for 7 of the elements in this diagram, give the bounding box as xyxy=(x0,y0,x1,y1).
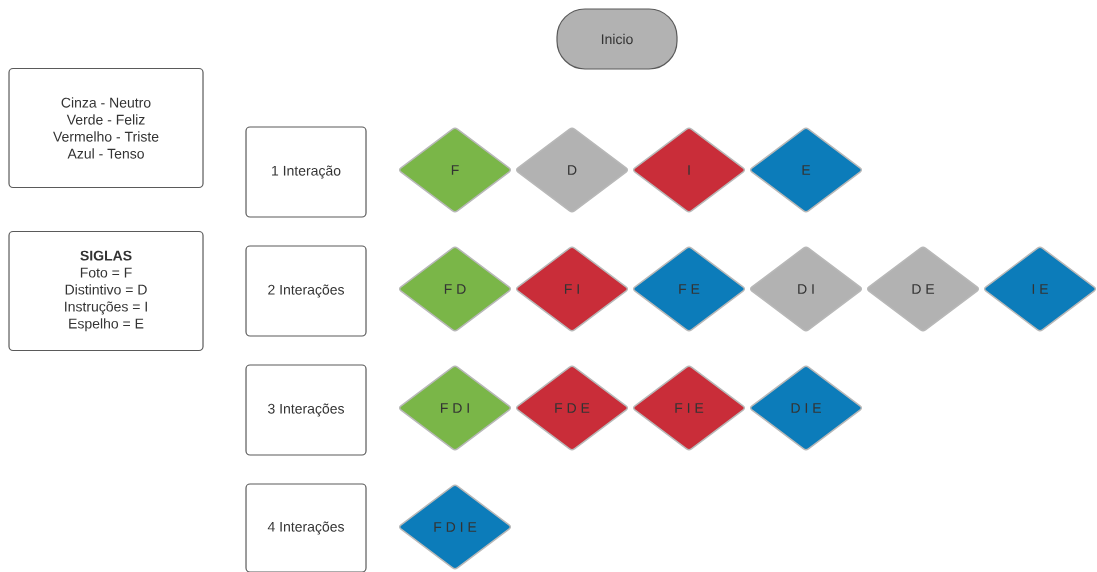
level-box: 2 Interações xyxy=(245,245,367,337)
legend-box: SIGLAS Foto = F Distintivo = D Instruções = I Espelho = E xyxy=(8,230,204,352)
level-box: 3 Interações xyxy=(245,364,367,456)
level-box: 4 Interações xyxy=(245,483,367,572)
level-box: 1 Interação xyxy=(245,126,367,218)
legend-box: Cinza - Neutro Verde - Feliz Vermelho - Triste Azul - Tenso xyxy=(8,67,204,189)
start-terminal: Inicio xyxy=(556,8,678,70)
